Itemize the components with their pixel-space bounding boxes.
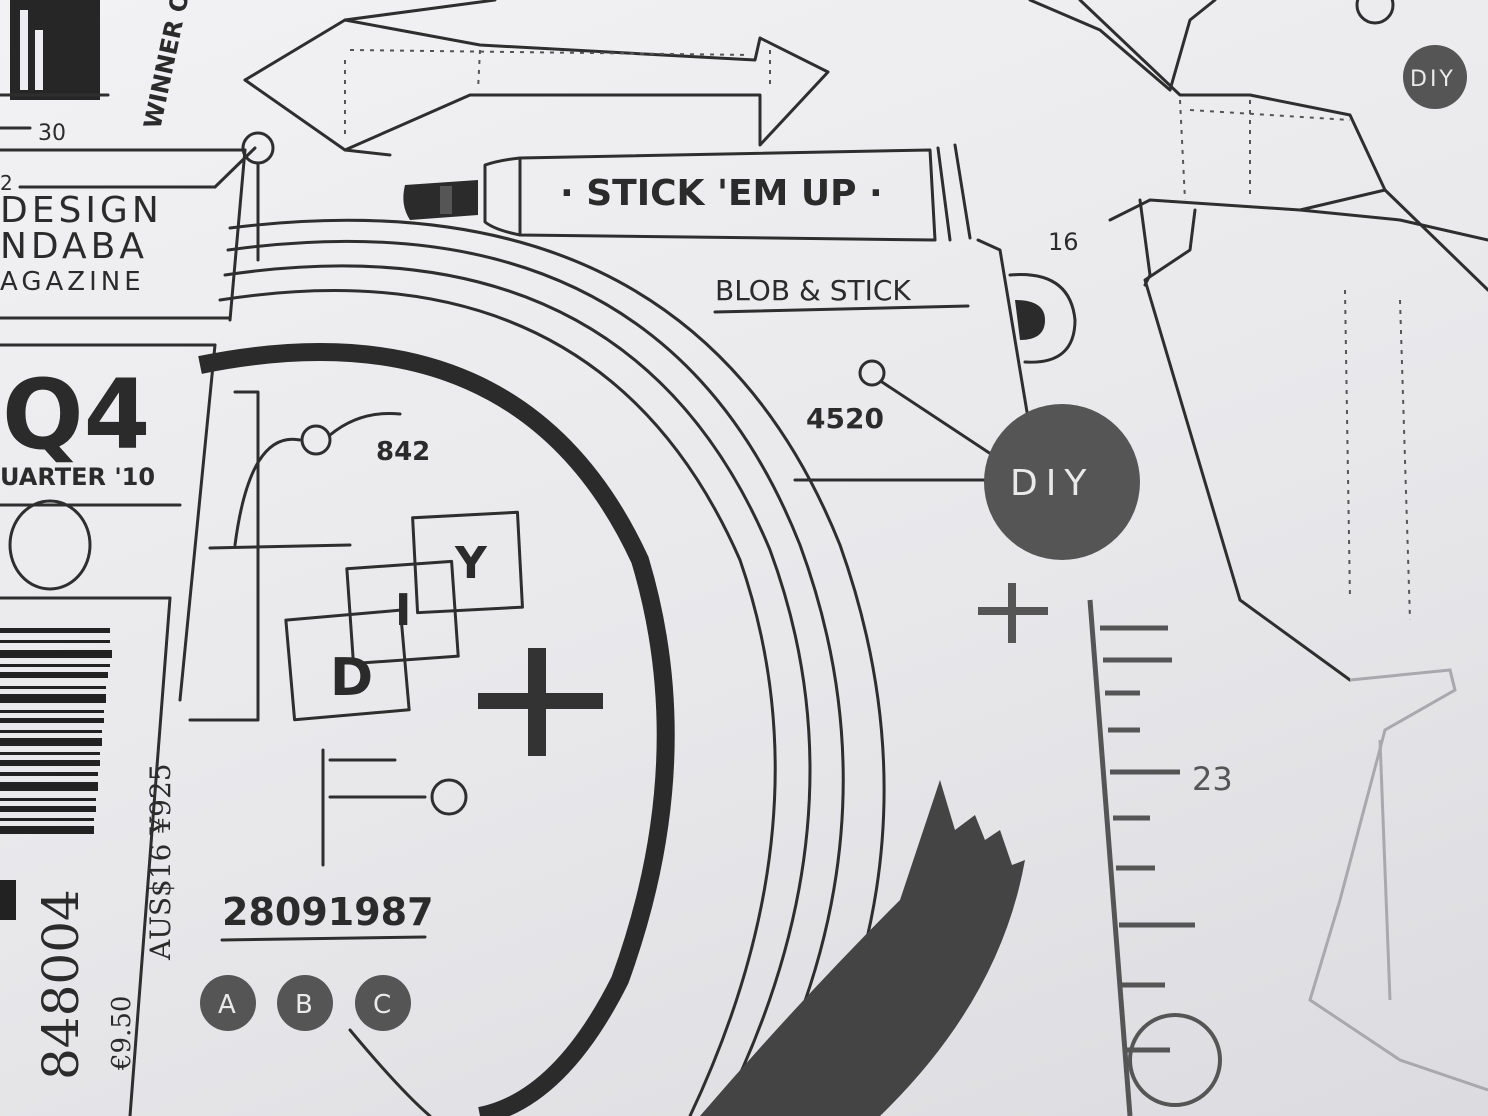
circle-c-label: C [373, 990, 391, 1020]
paper-arrow [243, 0, 830, 157]
date-label-group: 28091987 [220, 890, 434, 942]
glue-tube: · STICK 'EM UP · [403, 143, 972, 242]
plus-signs [478, 583, 1048, 756]
masthead-line2: NDABA [0, 226, 148, 267]
diy-badge-small: DIY [1403, 45, 1467, 109]
masthead-connector [18, 131, 275, 262]
diy-badge-big: DIY [984, 404, 1140, 560]
circle-a [200, 975, 256, 1031]
barcode-number: 848004 [32, 889, 90, 1080]
blob-number: 16 [1048, 228, 1079, 256]
diy-badge-text: DIY [1010, 463, 1094, 504]
folding-template-right [1028, 0, 1488, 1092]
diy-blocks: Y I D [284, 510, 524, 722]
number-842: 842 [376, 437, 430, 467]
record-arcs [198, 218, 886, 1116]
ruler-30: 30 [38, 121, 66, 146]
masthead-line1: DESIGN [0, 190, 163, 231]
right-ruler: 23 [1087, 599, 1233, 1116]
tube-label: · STICK 'EM UP · [560, 173, 883, 214]
issue-label: Q4 [2, 359, 150, 471]
diy-small-text: DIY [1410, 67, 1456, 92]
block-d: D [330, 648, 373, 708]
block-y: Y [454, 538, 488, 589]
price-line1: AUS$16 ¥925 [144, 763, 177, 961]
top-ruler: 30 2 WINNER O [0, 0, 195, 195]
flag-connector [321, 748, 468, 867]
ruler-23: 23 [1192, 760, 1233, 798]
price-line2: €9.50 [107, 996, 137, 1071]
quarter-label: UARTER '10 [0, 463, 155, 491]
circle-b [277, 975, 333, 1031]
winner-text: WINNER O [138, 0, 194, 131]
bracket-graph: 842 [188, 390, 430, 722]
ruler-2: 2 [0, 171, 13, 195]
brush-strokes [700, 780, 1025, 1116]
barcode [0, 628, 112, 920]
blob-label: BLOB & STICK [715, 274, 911, 307]
date-number: 28091987 [222, 890, 434, 934]
masthead-line3: AGAZINE [0, 267, 145, 297]
circle-c [355, 975, 411, 1031]
big-letter-o [8, 499, 92, 591]
abc-circles: A B C [200, 975, 411, 1031]
circle-a-label: A [218, 990, 236, 1020]
number-4520: 4520 [806, 402, 884, 435]
masthead-panel: DESIGN NDABA AGAZINE Q4 UARTER '10 [0, 148, 247, 1116]
block-i: I [395, 585, 411, 636]
circle-b-label: B [295, 990, 313, 1020]
